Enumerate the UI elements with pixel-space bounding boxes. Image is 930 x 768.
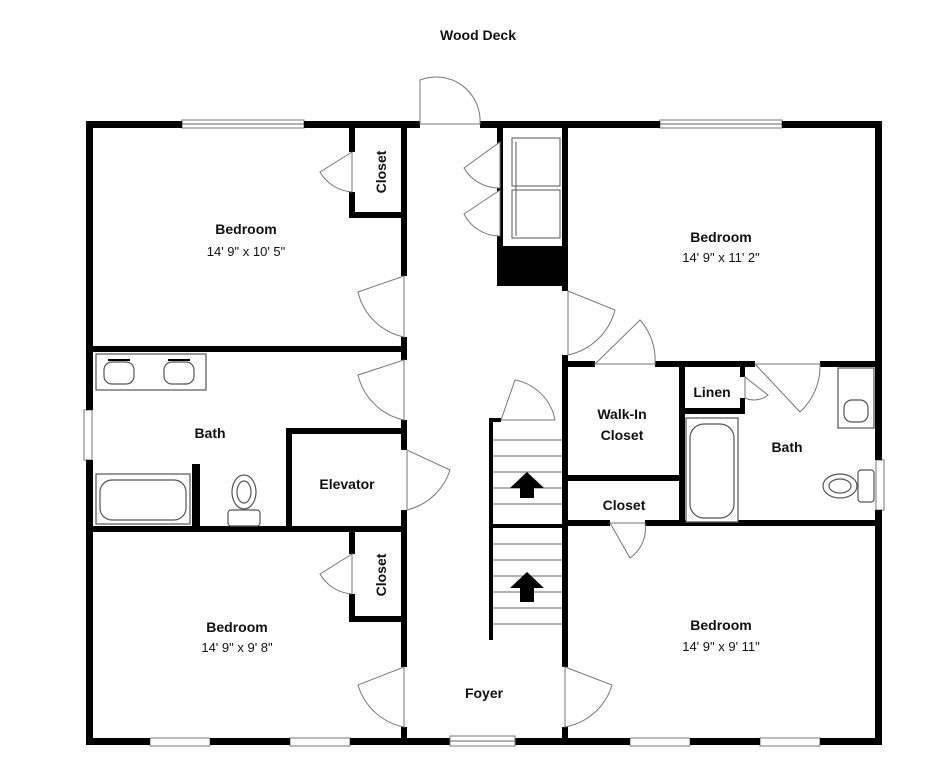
bedroom-sw-label: Bedroom xyxy=(206,619,267,635)
bath-w-label: Bath xyxy=(194,425,225,441)
bedroom-sw-dimensions: 14' 9" x 9' 8" xyxy=(201,640,273,655)
bedroom-se-label: Bedroom xyxy=(690,617,751,633)
closet-shelves xyxy=(511,137,561,239)
bedroom-ne-label: Bedroom xyxy=(690,229,751,245)
toilet-icon xyxy=(227,474,261,527)
fixtures xyxy=(95,353,875,527)
sink-icon xyxy=(163,361,195,385)
walk-in-closet-label-line1: Walk-In xyxy=(597,406,646,422)
foyer-label: Foyer xyxy=(465,685,504,701)
bath-e-label: Bath xyxy=(771,439,802,455)
closet-sw-label: Closet xyxy=(373,553,389,596)
wood-deck-label: Wood Deck xyxy=(440,27,516,43)
stair-up-arrow-icon xyxy=(510,572,544,602)
elevator-label: Elevator xyxy=(319,476,375,492)
closet-mid-label: Closet xyxy=(603,497,646,513)
toilet-icon xyxy=(822,469,875,503)
linen-label: Linen xyxy=(693,384,730,400)
sink-icon xyxy=(103,361,135,385)
bedroom-ne-dimensions: 14' 9" x 11' 2" xyxy=(682,250,760,265)
bedroom-se-dimensions: 14' 9" x 9' 11" xyxy=(682,639,760,654)
sink-icon xyxy=(843,399,869,423)
closet-nw-label: Closet xyxy=(373,150,389,193)
stairs xyxy=(493,439,562,625)
deck-door xyxy=(419,76,481,125)
walk-in-closet-label-line2: Closet xyxy=(601,427,644,443)
room-labels: Wood Deck Bedroom 14' 9" x 10' 5" Bedroo… xyxy=(194,27,802,701)
bedroom-nw-label: Bedroom xyxy=(215,221,276,237)
doors xyxy=(319,76,821,747)
stair-up-arrow-icon xyxy=(510,472,544,498)
walls xyxy=(86,121,882,745)
bedroom-nw-dimensions: 14' 9" x 10' 5" xyxy=(207,244,286,259)
